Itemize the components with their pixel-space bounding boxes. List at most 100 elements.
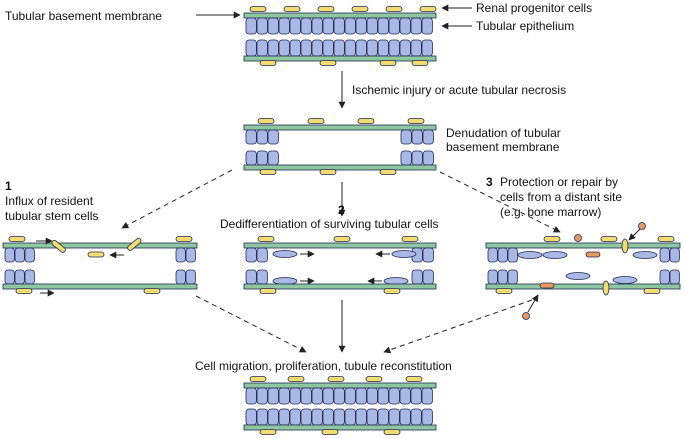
epithelial-cell	[411, 129, 423, 145]
epithelial-cells	[245, 39, 433, 57]
basement-membrane	[243, 382, 437, 389]
epithelial-cells	[245, 387, 433, 405]
epithelial-cell	[366, 408, 378, 426]
epithelial-cell	[366, 387, 378, 405]
label-renal-progenitor-cells: Renal progenitor cells	[476, 1, 592, 15]
epithelial-cell	[377, 39, 389, 57]
path3-line3: (e.g. bone marrow)	[500, 205, 601, 219]
epithelial-cell	[659, 269, 670, 285]
progenitor-cells	[259, 169, 397, 175]
epithelial-cell	[399, 17, 411, 35]
basement-membrane	[2, 283, 198, 290]
epithelial-cell	[669, 247, 680, 263]
bone-marrow-cell	[539, 282, 555, 289]
epithelial-cell	[399, 408, 411, 426]
path3-tubule	[485, 222, 681, 320]
epithelial-cell	[311, 39, 323, 57]
epithelial-cells	[245, 408, 433, 426]
progenitor-cell	[407, 118, 425, 124]
epithelial-cell	[333, 408, 345, 426]
label-final: Cell migration, proliferation, tubule re…	[195, 359, 452, 373]
epithelial-cell	[355, 387, 367, 405]
epithelial-cells	[659, 247, 680, 263]
epithelial-cell	[245, 39, 257, 57]
progenitor-cell	[379, 169, 397, 175]
progenitor-cell	[307, 118, 325, 124]
epithelial-cell	[311, 387, 323, 405]
epithelial-cell	[421, 408, 433, 426]
epithelial-cell	[267, 150, 279, 166]
epithelial-cell	[185, 269, 196, 285]
epithelial-cell	[388, 39, 400, 57]
label-denudation-line2: basement membrane	[446, 140, 560, 154]
circulating-cell	[522, 312, 530, 320]
epithelial-cell	[487, 269, 498, 285]
epithelial-cell	[245, 17, 257, 35]
epithelial-cell	[24, 247, 35, 263]
epithelial-cells	[245, 129, 279, 145]
progenitor-cell	[385, 6, 403, 12]
epithelial-cell	[256, 269, 268, 285]
epithelial-cell	[399, 39, 411, 57]
epithelial-cell	[422, 269, 434, 285]
epithelial-cell	[377, 17, 389, 35]
epithelial-cell	[256, 247, 268, 263]
epithelial-cell	[311, 408, 323, 426]
progenitor-cell	[259, 169, 277, 175]
epithelial-cell	[300, 17, 312, 35]
epithelial-cells	[175, 269, 196, 285]
progenitor-cell	[383, 429, 401, 435]
epithelial-cell	[311, 17, 323, 35]
bone-marrow-cell-inserting	[621, 238, 629, 254]
epithelial-cells	[659, 269, 680, 285]
epithelial-cells	[487, 269, 518, 285]
label-tubular-epithelium: Tubular epithelium	[476, 19, 574, 33]
path2-number: 2	[338, 203, 345, 217]
dedifferentiated-cell	[272, 277, 298, 285]
path2-tubule	[243, 236, 437, 294]
progenitor-cell	[8, 236, 26, 242]
progenitor-cells	[259, 429, 401, 435]
progenitor-cell	[333, 236, 351, 242]
epithelial-cell	[278, 17, 290, 35]
path1-number: 1	[5, 179, 12, 193]
epithelial-cell	[410, 387, 422, 405]
path3-line1: Protection or repair by	[500, 175, 618, 189]
epithelial-cell	[344, 17, 356, 35]
epithelial-cell	[411, 269, 423, 285]
progenitor-cell	[319, 169, 337, 175]
denuded-tubule	[243, 118, 437, 175]
epithelial-cell	[4, 247, 15, 263]
path1-line2: tubular stem cells	[5, 209, 98, 223]
circulating-cell	[638, 222, 646, 230]
progenitor-cell	[495, 288, 513, 294]
epithelial-cells	[411, 269, 434, 285]
epithelial-cell	[256, 387, 268, 405]
dedifferentiated-cell	[391, 250, 417, 258]
epithelial-cell	[421, 387, 433, 405]
epithelial-cell	[289, 17, 301, 35]
epithelial-cell	[322, 408, 334, 426]
progenitor-cell	[249, 376, 267, 382]
epithelial-cell	[267, 129, 279, 145]
dedifferentiated-cell	[542, 251, 568, 259]
homing-arrow	[527, 294, 539, 313]
epithelial-cell	[333, 17, 345, 35]
epithelial-cells	[487, 247, 518, 263]
epithelial-cell	[377, 387, 389, 405]
path1-tubule	[2, 236, 198, 297]
circulating-cell	[574, 234, 582, 242]
epithelial-cell	[388, 17, 400, 35]
epithelial-cells	[245, 17, 433, 35]
dedifferentiated-cell	[383, 277, 409, 285]
epithelial-cell	[355, 17, 367, 35]
epithelial-cell	[4, 269, 15, 285]
epithelial-cell	[185, 247, 196, 263]
progenitor-cell	[257, 236, 275, 242]
epithelial-cell	[487, 247, 498, 263]
epithelial-cell	[267, 17, 279, 35]
epithelial-cell	[175, 269, 186, 285]
progenitor-cells	[259, 60, 429, 66]
flow-arrow-dashed-left	[121, 169, 233, 229]
basement-membrane	[243, 242, 437, 249]
